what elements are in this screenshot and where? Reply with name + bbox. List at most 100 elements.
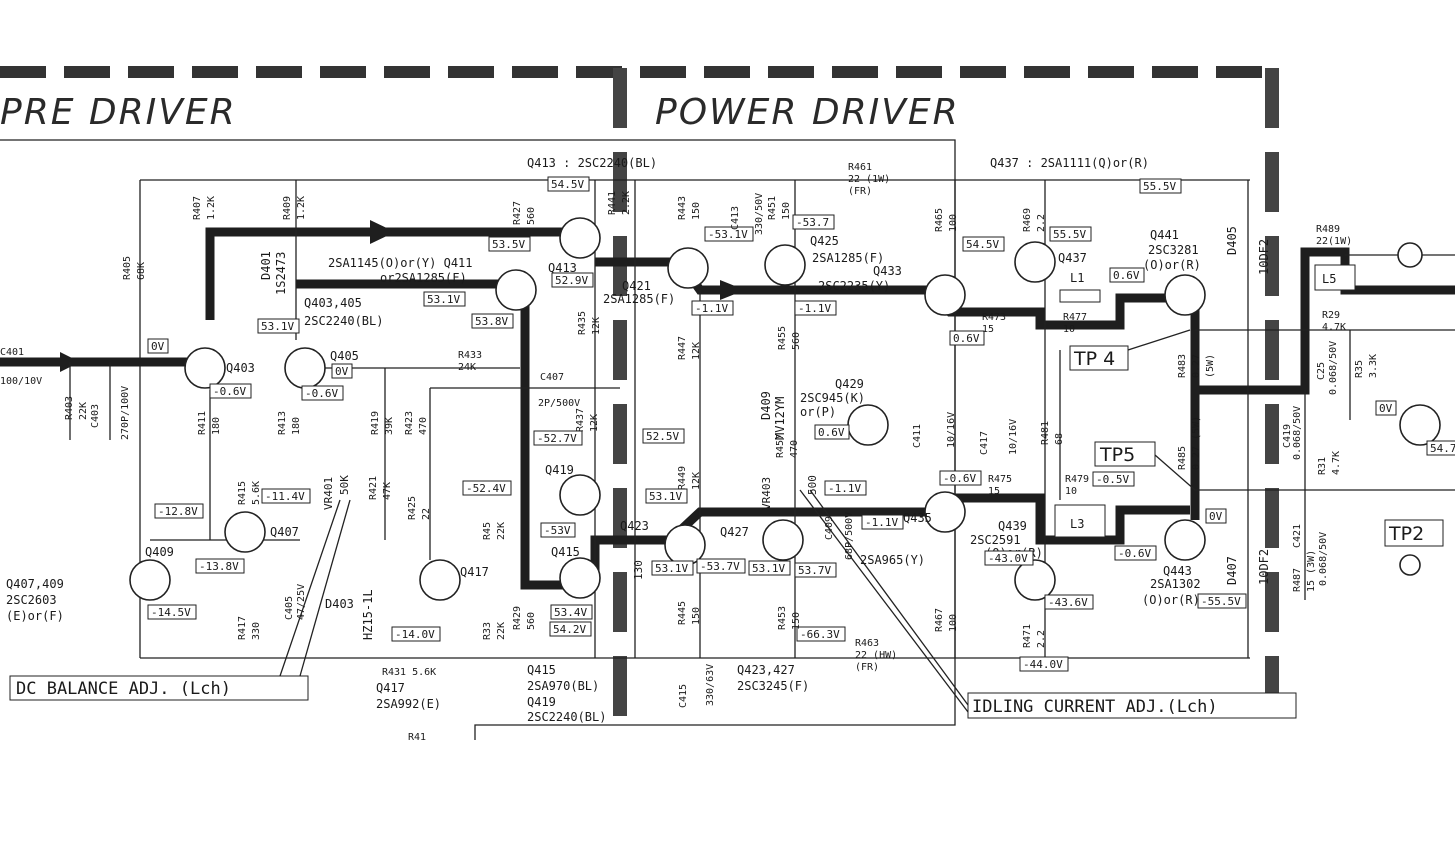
voltage-box	[550, 604, 593, 620]
voltage-box	[261, 488, 311, 504]
q437-label: Q437	[1058, 251, 1087, 265]
voltage-box	[147, 604, 197, 620]
voltage-box	[195, 558, 245, 574]
q421-type: 2SA1285(F)	[603, 292, 675, 306]
voltage-reading: -53.7V	[700, 560, 740, 573]
q413-label: Q413	[548, 261, 577, 275]
r463-text: (FR)	[855, 662, 879, 673]
q429-label: Q429	[835, 377, 864, 391]
r425-text: 22	[421, 508, 432, 520]
d403-type: HZ15-1L	[361, 589, 375, 640]
q441-transistor	[1164, 274, 1206, 316]
voltage-reading: 0V	[1379, 402, 1393, 415]
c409-text: C409	[824, 516, 835, 540]
l1-label: L1	[1070, 271, 1084, 285]
q419-type: 2SC2240(BL)	[527, 710, 606, 724]
q417-label: Q417	[460, 565, 489, 579]
r469-text: R469	[1022, 208, 1033, 232]
voltage-reading: 0.6V	[818, 426, 845, 439]
r485-text: 0.27 (5W)	[1191, 416, 1202, 470]
voltage-box	[1205, 508, 1227, 524]
r443-text: 150	[691, 202, 702, 220]
voltage-reading: -11.4V	[265, 490, 305, 503]
voltage-box	[1044, 594, 1094, 610]
q407-409-rank: (E)or(F)	[6, 609, 64, 623]
r447-text: 12K	[691, 342, 702, 360]
r45-text: R45	[482, 522, 493, 540]
r31-text: R31	[1317, 457, 1328, 475]
q411-alt: or2SA1285(F)	[380, 271, 467, 285]
r479-text: 10	[1065, 486, 1077, 497]
r461-text: R461	[848, 162, 872, 173]
voltage-box	[147, 338, 169, 354]
voltage-box	[462, 480, 512, 496]
r465-text: 100	[948, 214, 959, 232]
voltage-reading: -1.1V	[828, 482, 861, 495]
voltage-box	[1139, 178, 1182, 194]
r463-text: R463	[855, 638, 879, 649]
dc-leader-2	[299, 499, 351, 677]
voltage-box	[1019, 656, 1069, 672]
c411-text: C411	[912, 424, 923, 448]
q423-427-type: 2SC3245(F)	[737, 679, 809, 693]
r409-text: 1.2K	[296, 196, 307, 220]
r407-text: R407	[192, 196, 203, 220]
r417-text: 330	[251, 622, 262, 640]
r487-text: R487	[1292, 568, 1303, 592]
tp5-box	[1094, 441, 1156, 467]
c421-text: C421	[1292, 524, 1303, 548]
r469-text: 2.2	[1036, 214, 1047, 232]
r421-text: 47K	[382, 482, 393, 500]
r467-text: R467	[934, 608, 945, 632]
q407-409-type: 2SC2603	[6, 593, 57, 607]
voltage-reading: 53.8V	[475, 315, 508, 328]
r479-text: R479	[1065, 474, 1089, 485]
q403-transistor	[184, 347, 226, 389]
transistor-labels: Q403Q405Q407Q409Q413Q415Q417Q419Q421Q423…	[145, 228, 1192, 579]
r425-text: R425	[407, 496, 418, 520]
voltage-reading: -53.1V	[708, 228, 748, 241]
q433-type: 2SC2235(Y)	[818, 279, 890, 293]
voltage-reading: 52.5V	[646, 430, 679, 443]
q409-transistor	[129, 559, 171, 601]
r415-text: R415	[237, 481, 248, 505]
voltage-reading: -0.6V	[1118, 547, 1151, 560]
c407-val-text: 2P/500V	[538, 398, 580, 409]
r475-text: 15	[988, 486, 1000, 497]
r483-text: 0.27	[1191, 354, 1202, 378]
r437-text: R437	[575, 408, 586, 432]
r441-text: 2.2K	[621, 191, 632, 215]
r29-text: R29	[1322, 310, 1340, 321]
c405-val-text: 47/25V	[296, 584, 307, 620]
r449-text: 12K	[691, 472, 702, 490]
q441-type: 2SC3281	[1148, 243, 1199, 257]
r475-text: R475	[988, 474, 1012, 485]
q415-type: 2SA970(BL)	[527, 679, 599, 693]
q437-type-note: Q437 : 2SA1111(Q)or(R)	[990, 156, 1149, 170]
voltage-reading: -66.3V	[800, 628, 840, 641]
r481-text: R481	[1040, 421, 1051, 445]
c421-val-text: 0.068/50V	[1318, 532, 1329, 586]
tp5-leader	[1154, 454, 1196, 491]
r483-text: (5W)	[1205, 354, 1216, 378]
voltage-reading: 52.9V	[555, 274, 588, 287]
voltage-reading: -43.0V	[988, 552, 1028, 565]
q407-label: Q407	[270, 525, 299, 539]
voltage-box	[792, 214, 835, 230]
r423-text: R423	[404, 411, 415, 435]
voltage-box	[551, 272, 594, 288]
voltage-box	[984, 550, 1034, 566]
voltage-reading: 0.6V	[953, 332, 980, 345]
r467-text: 100	[948, 614, 959, 632]
voltage-box	[696, 558, 746, 574]
r451-text: 150	[781, 202, 792, 220]
q435-type: 2SA965(Y)	[860, 553, 925, 567]
vr403-value: 500	[806, 475, 819, 495]
c417-text: C417	[979, 431, 990, 455]
q425-transistor	[764, 244, 806, 286]
voltage-box	[471, 313, 514, 329]
q429-transistor	[847, 404, 889, 446]
voltage-box	[748, 560, 791, 576]
voltage-box	[547, 176, 590, 192]
